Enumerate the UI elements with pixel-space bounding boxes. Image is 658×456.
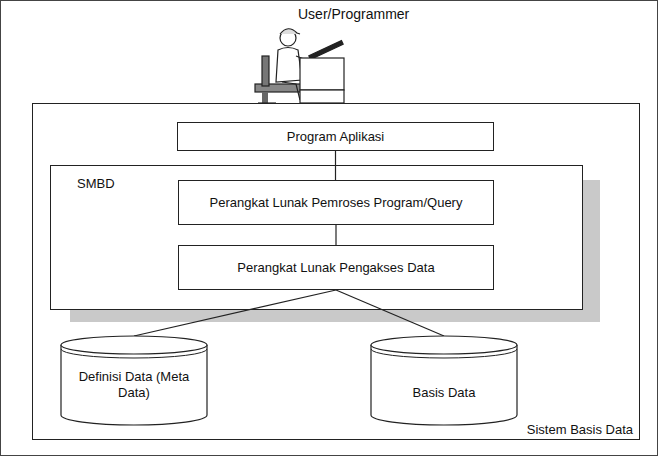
node-label: Program Aplikasi <box>287 129 385 145</box>
cylinder-outline <box>370 335 518 427</box>
storage-cylinder: Basis Data <box>370 335 518 427</box>
node-label: Sistem Basis Data <box>527 422 633 437</box>
user-figure <box>255 29 344 103</box>
node-label: SMBD <box>77 176 115 191</box>
actor-label: User/Programmer <box>298 6 409 22</box>
system-frame: Sistem Basis Data Program AplikasiSMBD Per… <box>32 103 640 440</box>
node-label: Perangkat Lunak Pemroses Program/Query <box>210 195 463 211</box>
dbms-frame: SMBD Perangkat Lunak Pemroses Program/Que… <box>50 165 583 310</box>
connector-line <box>336 290 444 336</box>
connector-line <box>335 225 336 246</box>
connector-line <box>335 151 336 181</box>
storage-cylinder: Definisi Data (Meta Data) <box>60 335 208 427</box>
node-label: Basis Data <box>413 385 476 401</box>
process-box: Program Aplikasi <box>177 122 494 151</box>
connector-line <box>134 290 336 336</box>
smbd-shadow <box>70 180 600 322</box>
process-box: Perangkat Lunak Pemroses Program/Query <box>178 180 494 225</box>
node-label: Perangkat Lunak Pengakses Data <box>237 260 434 276</box>
node-label: Definisi Data (Meta Data) <box>68 369 200 401</box>
process-box: Perangkat Lunak Pengakses Data <box>178 245 494 290</box>
